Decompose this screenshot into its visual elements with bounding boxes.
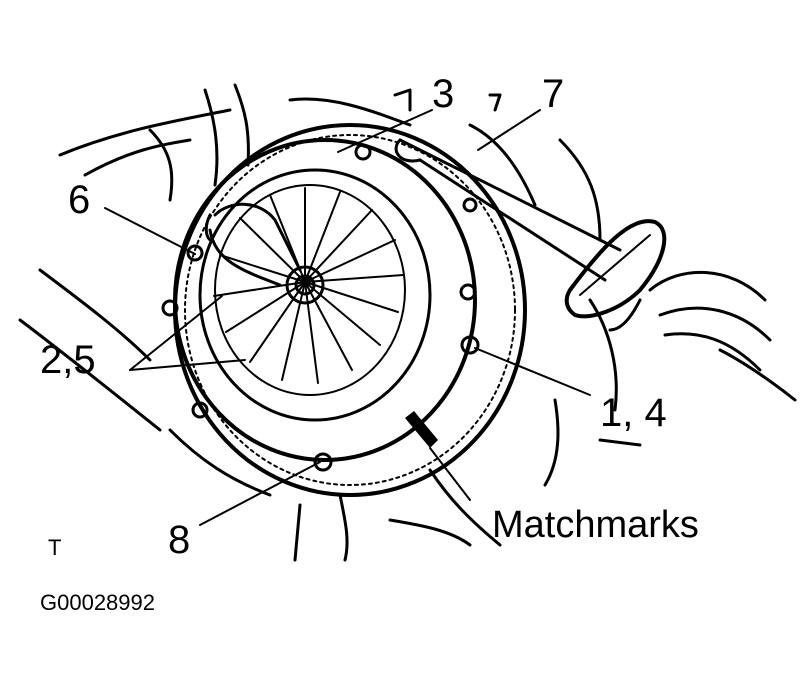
matchmark-bars	[405, 411, 438, 448]
callout-8: 8	[168, 518, 191, 562]
callout-2-5: 2,5	[40, 338, 96, 382]
torque-wrench	[394, 138, 667, 319]
callout-3: 3	[432, 72, 455, 116]
callout-1-4: 1, 4	[600, 391, 667, 435]
cover-bolts	[161, 143, 480, 472]
leader-lines	[104, 109, 591, 526]
figure-id: G00028992	[40, 590, 155, 615]
clutch-alignment-tool	[204, 202, 325, 305]
engine-housing-outline	[18, 83, 642, 562]
hand-outline	[608, 270, 797, 402]
callout-7: 7	[542, 72, 565, 116]
callout-6: 6	[68, 178, 91, 222]
corner-mark: T	[48, 535, 62, 560]
clutch-cover	[173, 138, 477, 462]
matchmarks-label: Matchmarks	[492, 504, 699, 546]
